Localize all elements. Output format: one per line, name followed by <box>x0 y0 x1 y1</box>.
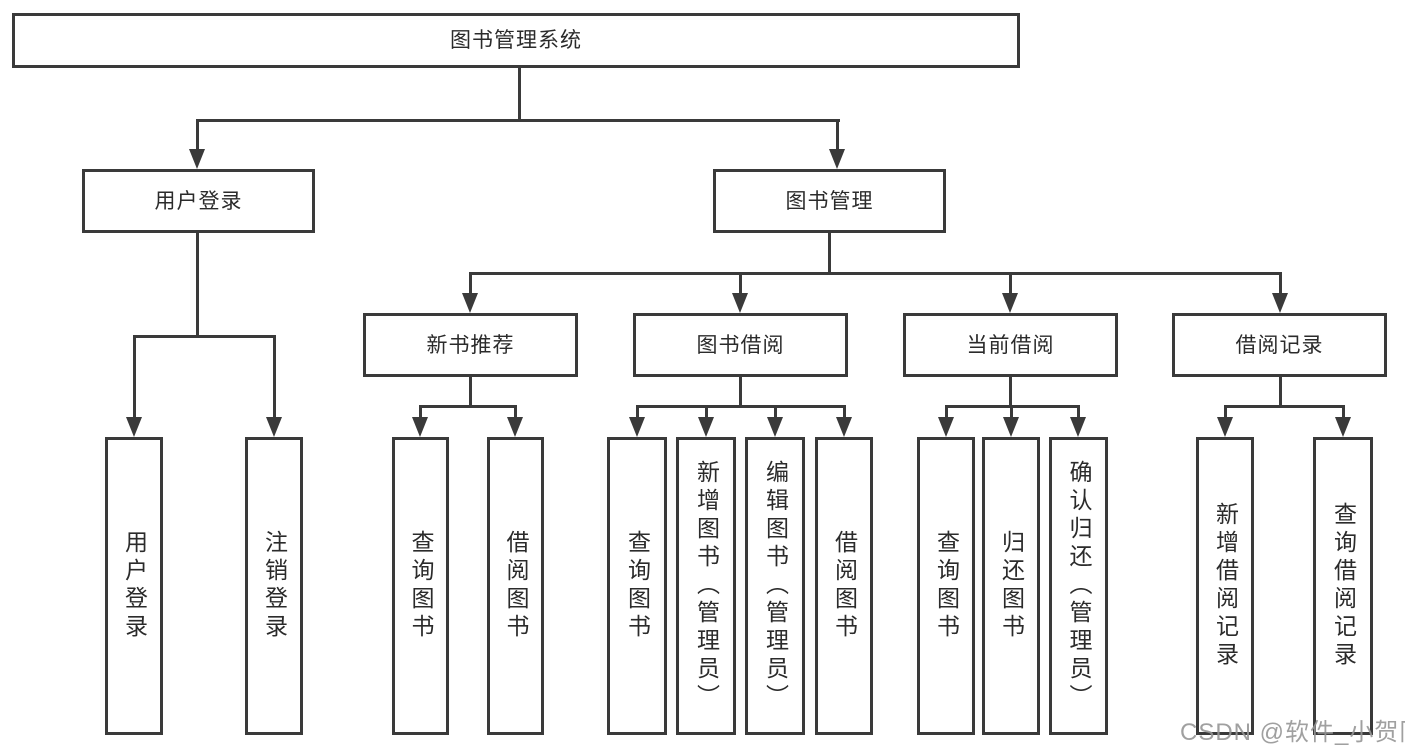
connector-drop-user-login <box>196 119 199 152</box>
connector-drop-book-mgmt <box>836 119 839 152</box>
arrowhead-nbr-query-icon <box>412 417 428 437</box>
node-borrow-record: 借阅记录 <box>1172 313 1387 377</box>
leaf-user-login: 用户登录 <box>105 437 163 735</box>
connector-drop-bb-query <box>636 405 639 419</box>
arrowhead-bb-borrow-icon <box>836 417 852 437</box>
leaf-nbr-query-book: 查询图书 <box>392 437 449 735</box>
leaf-bb-borrow-book: 借阅图书 <box>815 437 873 735</box>
connector-root-stem <box>518 68 521 121</box>
leaf-bb-add-book-admin: 新增图书（管理员） <box>676 437 736 735</box>
watermark: CSDN @软件_小贺同学 <box>1180 719 1405 746</box>
connector-drop-nbr-borrow <box>514 405 517 419</box>
connector-book-borrow-rail <box>636 405 846 408</box>
leaf-br-query-record: 查询借阅记录 <box>1313 437 1373 735</box>
connector-level3-rail <box>469 272 1282 275</box>
arrowhead-bb-add-icon <box>698 417 714 437</box>
connector-drop-cb-query <box>945 405 948 419</box>
leaf-nbr-borrow-book: 借阅图书 <box>487 437 544 735</box>
connector-new-book-rec-stem <box>469 377 472 407</box>
connector-borrow-record-rail <box>1224 405 1344 408</box>
arrowhead-leaf-user-login-icon <box>126 417 142 437</box>
node-root-system: 图书管理系统 <box>12 13 1020 68</box>
node-book-mgmt: 图书管理 <box>713 169 946 233</box>
node-new-book-rec: 新书推荐 <box>363 313 578 377</box>
arrowhead-cb-return-icon <box>1003 417 1019 437</box>
connector-drop-nbr-query <box>419 405 422 419</box>
arrowhead-book-mgmt-icon <box>829 149 845 169</box>
connector-drop-leaf-logout <box>273 335 276 419</box>
connector-drop-leaf-user-login <box>133 335 136 419</box>
leaf-cb-query-book: 查询图书 <box>917 437 975 735</box>
leaf-cb-return-book: 归还图书 <box>982 437 1040 735</box>
leaf-cb-confirm-return-admin: 确认归还（管理员） <box>1049 437 1108 735</box>
connector-current-borrow-stem <box>1009 377 1012 407</box>
arrowhead-borrow-record-icon <box>1272 293 1288 313</box>
connector-drop-br-add <box>1224 405 1227 419</box>
arrowhead-nbr-borrow-icon <box>507 417 523 437</box>
arrowhead-br-add-icon <box>1217 417 1233 437</box>
connector-drop-current-borrow <box>1009 272 1012 295</box>
arrowhead-book-borrow-icon <box>732 293 748 313</box>
arrowhead-new-book-rec-icon <box>462 293 478 313</box>
arrowhead-cb-confirm-icon <box>1070 417 1086 437</box>
connector-drop-cb-return <box>1010 405 1013 419</box>
leaf-br-add-record: 新增借阅记录 <box>1196 437 1254 735</box>
arrowhead-bb-edit-icon <box>767 417 783 437</box>
arrowhead-cb-query-icon <box>938 417 954 437</box>
connector-user-login-stem <box>196 233 199 337</box>
connector-book-borrow-stem <box>739 377 742 407</box>
node-current-borrow: 当前借阅 <box>903 313 1118 377</box>
arrowhead-leaf-logout-icon <box>266 417 282 437</box>
connector-drop-bb-add <box>705 405 708 419</box>
connector-drop-book-borrow <box>739 272 742 295</box>
connector-drop-cb-confirm <box>1077 405 1080 419</box>
leaf-logout: 注销登录 <box>245 437 303 735</box>
connector-drop-bb-edit <box>774 405 777 419</box>
node-book-borrow: 图书借阅 <box>633 313 848 377</box>
arrowhead-bb-query-icon <box>629 417 645 437</box>
node-user-login: 用户登录 <box>82 169 315 233</box>
connector-borrow-record-stem <box>1279 377 1282 407</box>
connector-new-book-rec-rail <box>419 405 517 408</box>
arrowhead-current-borrow-icon <box>1002 293 1018 313</box>
leaf-bb-query-book: 查询图书 <box>607 437 667 735</box>
connector-drop-borrow-record <box>1279 272 1282 295</box>
connector-drop-bb-borrow <box>843 405 846 419</box>
arrowhead-br-query-icon <box>1335 417 1351 437</box>
connector-user-login-rail <box>133 335 276 338</box>
connector-level2-rail <box>197 119 840 122</box>
connector-drop-new-book-rec <box>469 272 472 295</box>
arrowhead-user-login-icon <box>189 149 205 169</box>
leaf-bb-edit-book-admin: 编辑图书（管理员） <box>745 437 805 735</box>
connector-drop-br-query <box>1342 405 1345 419</box>
connector-book-mgmt-stem <box>828 233 831 274</box>
